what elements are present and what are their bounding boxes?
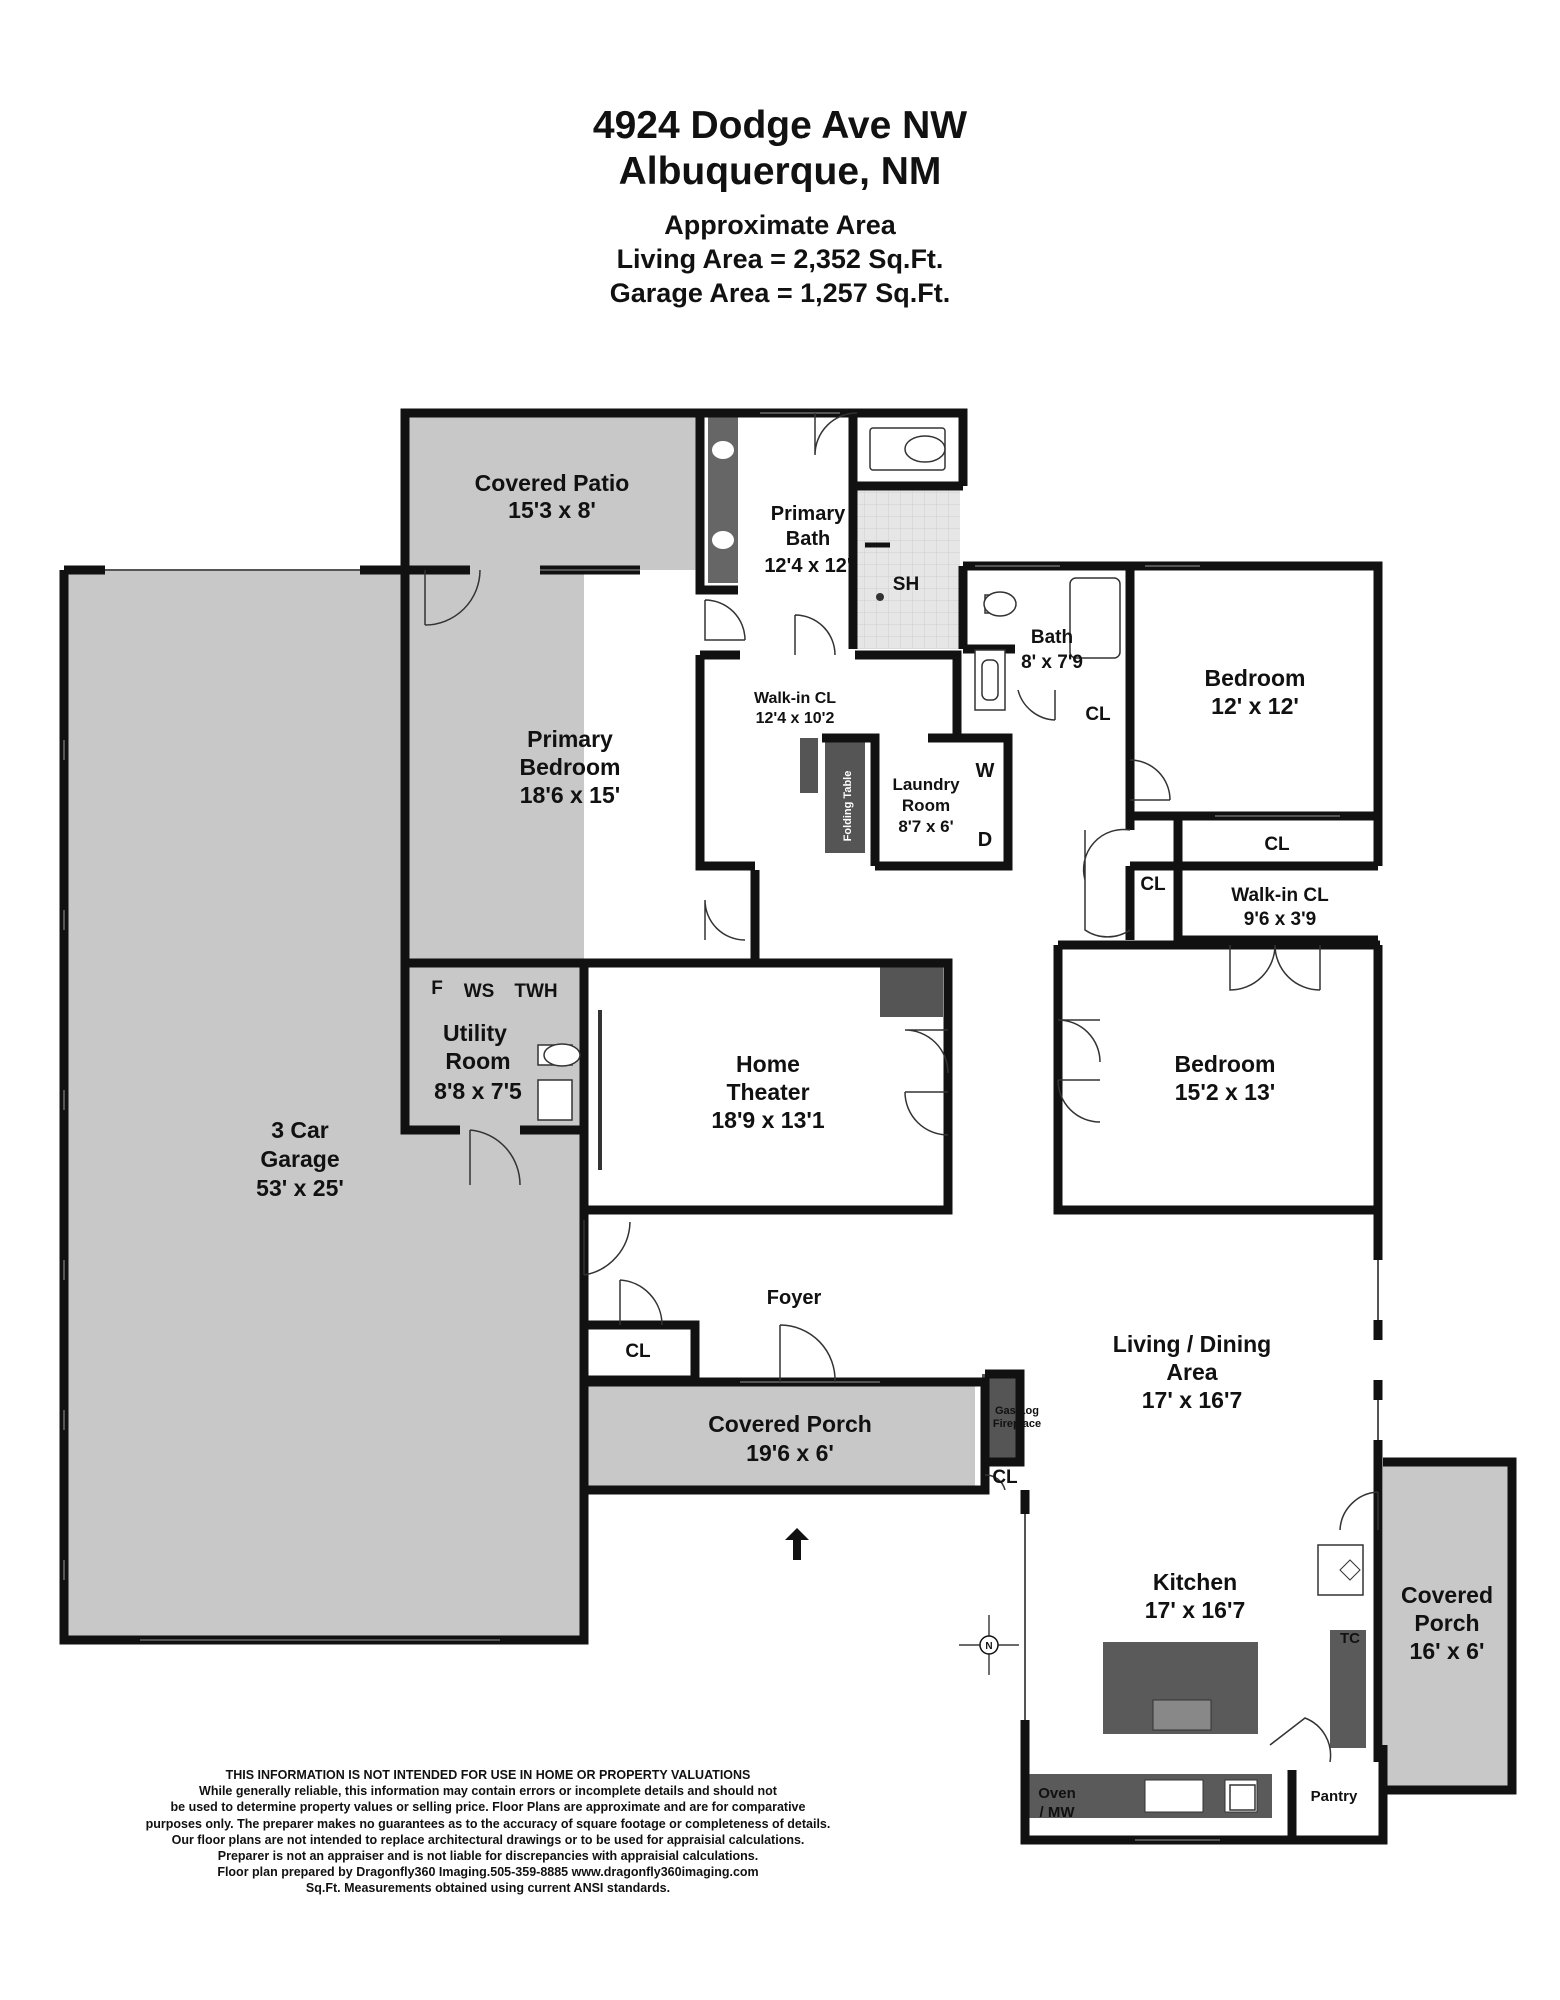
folding-table-label: Folding Table	[842, 771, 854, 842]
address-line-1: 4924 Dodge Ave NW	[592, 104, 968, 147]
covered-patio-floor	[405, 413, 700, 570]
primary-bedroom-name2: Bedroom	[520, 754, 621, 780]
theater-cabinet	[880, 967, 943, 1017]
garage-area: Garage Area = 1,257 Sq.Ft.	[609, 278, 951, 308]
primary-bedroom-name1: Primary	[527, 726, 613, 752]
disclaimer-line: Preparer is not an appraiser and is not …	[217, 1849, 759, 1864]
covered-patio-name: Covered Patio	[475, 470, 630, 496]
kitchen-name: Kitchen	[1153, 1569, 1237, 1595]
covered-porch-side-dims: 16' x 6'	[1410, 1638, 1485, 1664]
shelf-walkin	[800, 738, 818, 793]
shower-label: SH	[893, 574, 919, 595]
garage-floor	[64, 570, 584, 1640]
disclaimer-line: purposes only. The preparer makes no gua…	[145, 1816, 831, 1831]
bedroom-2-dims: 15'2 x 13'	[1175, 1079, 1275, 1105]
disclaimer-line: While generally reliable, this informati…	[199, 1784, 777, 1799]
garage-name1: 3 Car	[271, 1117, 329, 1143]
oven-name1: Oven	[1038, 1785, 1076, 1802]
compass-label: N	[985, 1641, 992, 1652]
fireplace-name1: Gas Log	[995, 1405, 1039, 1417]
kitchen-sink	[1144, 1779, 1204, 1813]
walkin-cl-bed2-dims: 9'6 x 3'9	[1244, 909, 1316, 930]
cl-fireplace-label: CL	[992, 1467, 1018, 1488]
laundry-name1: Laundry	[892, 775, 960, 794]
covered-porch-front-name: Covered Porch	[708, 1411, 872, 1437]
primary-bath-dims: 12'4 x 12'	[764, 555, 851, 577]
cl-bath-label: CL	[1085, 704, 1111, 725]
garage-dims: 53' x 25'	[256, 1175, 344, 1201]
compass: N	[959, 1615, 1019, 1675]
disclaimer-line: THIS INFORMATION IS NOT INTENDED FOR USE…	[225, 1768, 751, 1782]
bedroom-1-name: Bedroom	[1205, 665, 1306, 691]
living-dining-name2: Area	[1166, 1359, 1217, 1385]
bedroom-1-dims: 12' x 12'	[1211, 693, 1299, 719]
cl-bed1-label: CL	[1264, 834, 1290, 855]
laundry-dims: 8'7 x 6'	[898, 817, 953, 836]
living-dining-dims: 17' x 16'7	[1142, 1387, 1242, 1413]
home-theater-name2: Theater	[726, 1079, 809, 1105]
entry-arrow	[785, 1528, 809, 1560]
primary-bath-name1: Primary	[771, 503, 846, 525]
folding-table	[825, 738, 865, 853]
kitchen-dims: 17' x 16'7	[1145, 1597, 1245, 1623]
primary-bedroom-dims: 18'6 x 15'	[520, 782, 620, 808]
primary-vanity	[708, 413, 738, 583]
utility-name2: Room	[445, 1048, 510, 1074]
cooktop	[1152, 1699, 1212, 1731]
tc-label: TC	[1340, 1630, 1360, 1647]
utility-twh: TWH	[514, 981, 557, 1002]
bedroom-2-name: Bedroom	[1175, 1051, 1276, 1077]
utility-ws: WS	[464, 981, 495, 1002]
disclaimer-line: Sq.Ft. Measurements obtained using curre…	[305, 1881, 671, 1896]
foyer-name: Foyer	[767, 1287, 822, 1309]
bath-name: Bath	[1031, 627, 1073, 648]
covered-porch-side-floor	[1383, 1462, 1511, 1790]
covered-patio-dims: 15'3 x 8'	[508, 497, 596, 523]
living-area: Living Area = 2,352 Sq.Ft.	[616, 244, 944, 274]
covered-porch-side-name2: Porch	[1414, 1610, 1479, 1636]
disclaimer-line: Floor plan prepared by Dragonfly360 Imag…	[217, 1865, 759, 1880]
living-dining-name1: Living / Dining	[1113, 1331, 1271, 1357]
pantry-counter	[1330, 1630, 1366, 1748]
pantry-label: Pantry	[1311, 1788, 1358, 1805]
address-line-2: Albuquerque, NM	[618, 150, 942, 193]
dryer-label: D	[978, 829, 992, 851]
laundry-name2: Room	[902, 796, 950, 815]
washer-label: W	[976, 760, 995, 782]
garage-name2: Garage	[260, 1146, 339, 1172]
shower-floor	[857, 486, 960, 649]
home-theater-name1: Home	[736, 1051, 800, 1077]
covered-porch-side-name1: Covered	[1401, 1582, 1493, 1608]
fireplace-name2: Fireplace	[993, 1418, 1041, 1430]
walkin-cl-primary-name: Walk-in CL	[754, 690, 836, 707]
disclaimer: THIS INFORMATION IS NOT INTENDED FOR USE…	[88, 1767, 888, 1897]
covered-porch-front-dims: 19'6 x 6'	[746, 1440, 834, 1466]
area-title: Approximate Area	[664, 210, 896, 240]
disclaimer-line: be used to determine property values or …	[170, 1800, 806, 1815]
cl-hall-label: CL	[1140, 874, 1166, 895]
home-theater-dims: 18'9 x 13'1	[711, 1107, 824, 1133]
walkin-cl-primary-dims: 12'4 x 10'2	[756, 710, 835, 727]
utility-dims: 8'8 x 7'5	[434, 1078, 522, 1104]
oven-name2: / MW	[1040, 1804, 1076, 1821]
disclaimer-line: Our floor plans are not intended to repl…	[171, 1832, 805, 1847]
covered-porch-front-floor	[585, 1382, 975, 1490]
primary-bath-name2: Bath	[786, 528, 830, 550]
utility-f: F	[431, 978, 443, 999]
utility-name1: Utility	[443, 1020, 507, 1046]
walkin-cl-bed2-name: Walk-in CL	[1231, 885, 1329, 906]
cl-foyer-label: CL	[625, 1341, 651, 1362]
bath-dims: 8' x 7'9	[1021, 652, 1083, 673]
